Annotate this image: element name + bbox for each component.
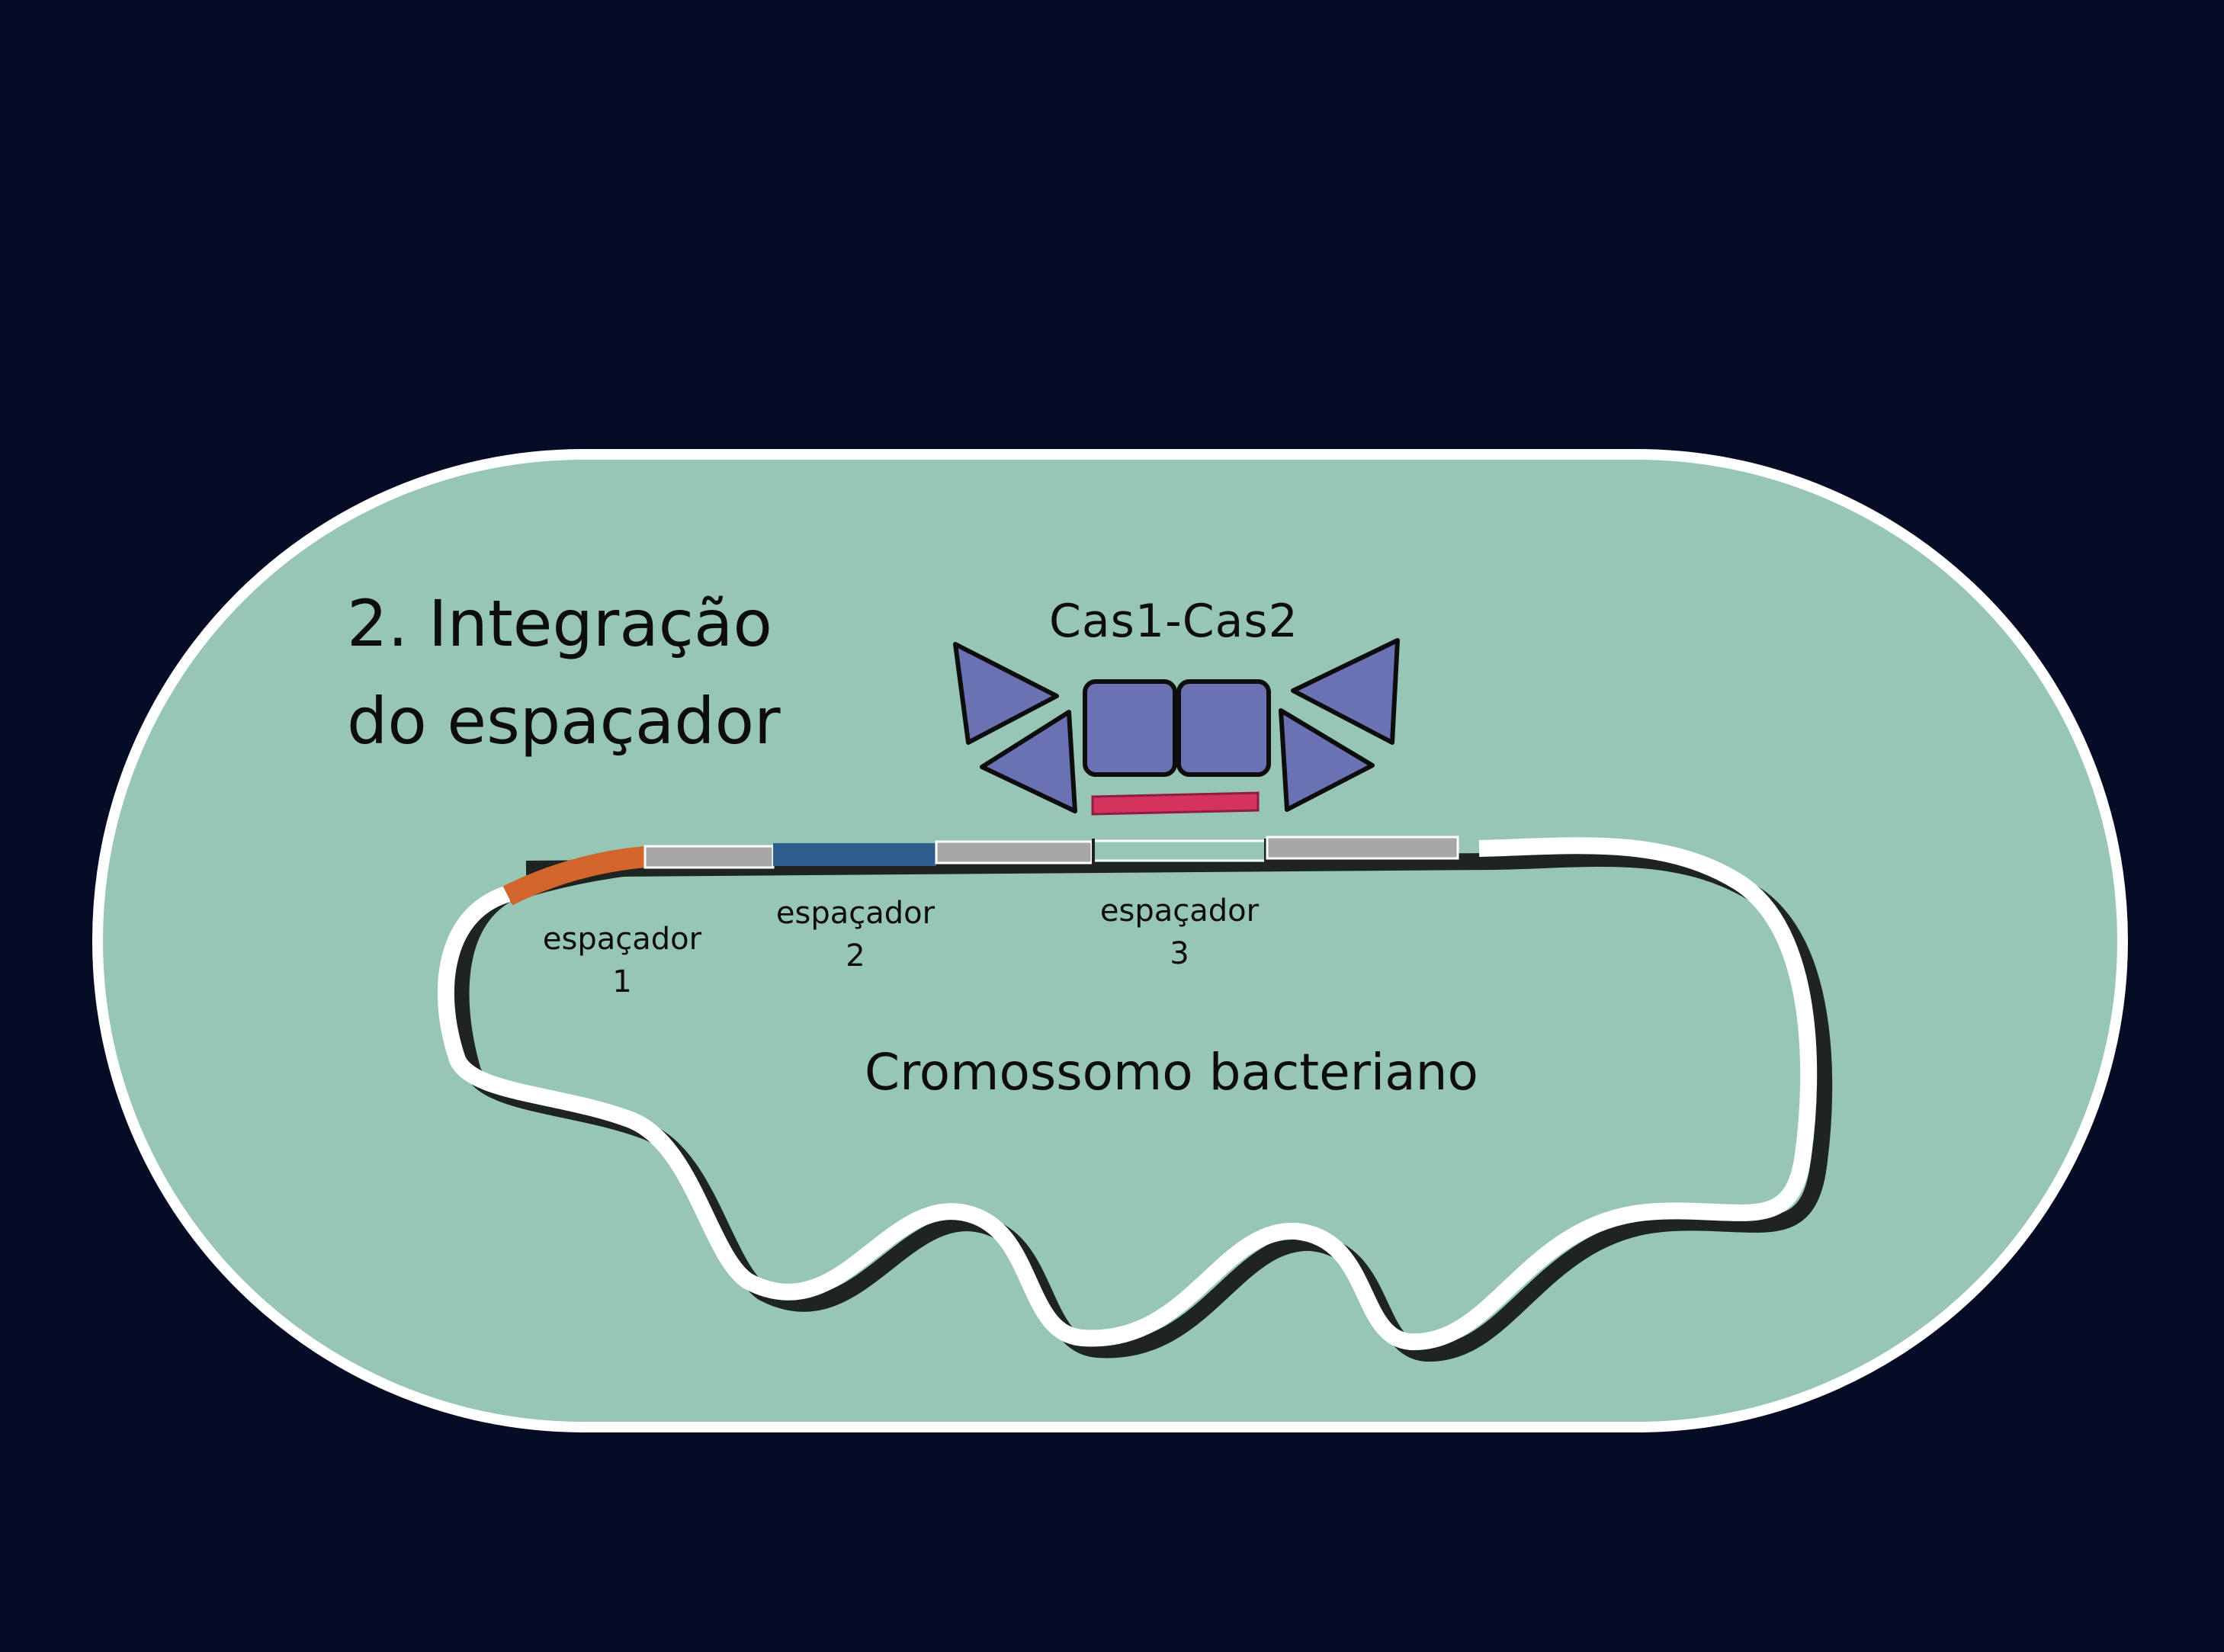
cas2-subunit-left [1083, 679, 1177, 777]
step-title: 2. Integração do espaçador [347, 575, 781, 770]
cas-complex-label: Cas1-Cas2 [1049, 595, 1298, 648]
step-title-line-1: 2. Integração [347, 586, 772, 661]
bacterial-cell [92, 449, 2128, 1432]
step-title-line-2: do espaçador [347, 684, 781, 759]
chromosome-label: Cromossomo bacteriano [865, 1043, 1478, 1102]
new-spacer-fragment [1091, 791, 1260, 816]
spacer-3-number: 3 [1170, 936, 1189, 971]
spacer-1-label: espaçador 1 [523, 918, 721, 1003]
repeat-2 [935, 840, 1093, 864]
spacer-1-number: 1 [612, 964, 632, 999]
cas1-cas2-complex [953, 638, 1400, 813]
spacer-2-segment [773, 843, 936, 866]
cas1-subunit-bottom-right [1279, 708, 1375, 812]
cas1-subunit-top-right [1291, 638, 1400, 745]
chromosome [437, 837, 1818, 1351]
spacer-2-number: 2 [846, 938, 865, 974]
spacer-3-slot [1092, 839, 1267, 862]
crispr-array-backing-right [1265, 858, 1484, 869]
spacer-1-name: espaçador [542, 922, 702, 957]
cas2-subunit-right [1176, 679, 1271, 777]
spacer-3-label: espaçador 3 [1080, 890, 1279, 975]
spacer-3-name: espaçador [1099, 893, 1260, 929]
repeat-3 [1266, 836, 1459, 860]
spacer-1-segment [502, 846, 647, 906]
spacer-2-name: espaçador [775, 896, 935, 931]
spacer-2-label: espaçador 2 [756, 892, 955, 977]
cas1-subunit-top-left [953, 642, 1059, 745]
cas1-subunit-bottom-left [980, 710, 1077, 813]
repeat-1 [643, 845, 775, 869]
